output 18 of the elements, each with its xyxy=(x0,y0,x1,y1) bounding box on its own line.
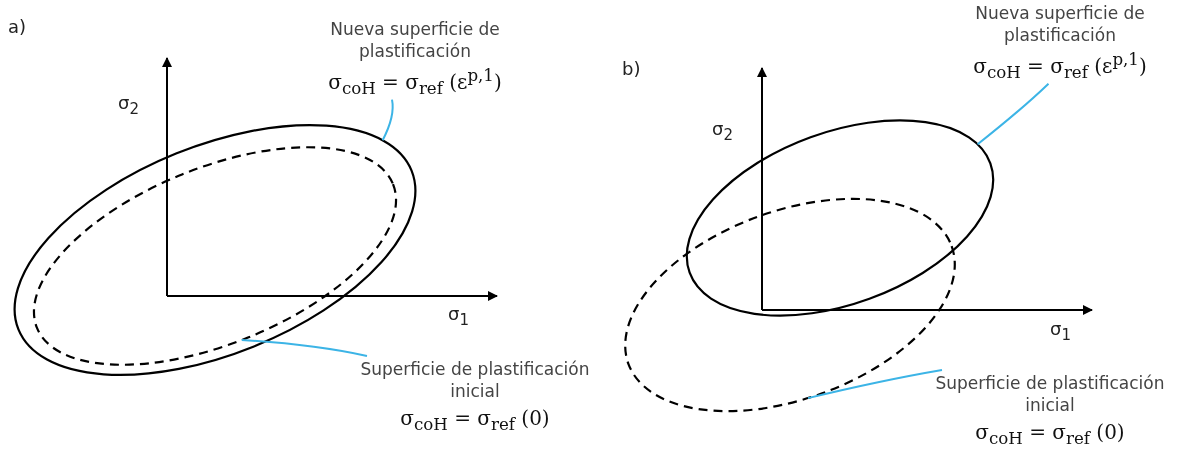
formula: σ$_{coH}$ = σ$_{ref}$ (0) xyxy=(399,406,551,434)
formula: σ$_{coH}$ = σ$_{ref}$ (0) xyxy=(974,420,1126,448)
axis-label: σ$_{1}$ xyxy=(1050,318,1071,344)
axis-label: σ$_{2}$ xyxy=(712,118,733,144)
formula: σ$_{coH}$ = σ$_{ref}$ (ε$^{p,1}$) xyxy=(972,50,1148,82)
leader-line xyxy=(806,369,943,400)
annotation-text: Superficie de plastificación inicial xyxy=(359,358,591,402)
leader-line xyxy=(240,339,368,357)
axis-label: σ$_{1}$ xyxy=(448,303,469,329)
annotation-text: Nueva superficie de plastificación xyxy=(329,18,501,62)
leader-line xyxy=(976,82,1050,146)
panel-label: b) xyxy=(622,58,641,79)
annotation-text: Nueva superficie de plastificación xyxy=(974,2,1146,46)
panel-label: a) xyxy=(8,16,27,37)
formula: σ$_{coH}$ = σ$_{ref}$ (ε$^{p,1}$) xyxy=(327,66,503,98)
leader-line xyxy=(381,98,394,142)
axis-label: σ$_{2}$ xyxy=(118,92,139,118)
annotation-text: Superficie de plastificación inicial xyxy=(934,372,1166,416)
